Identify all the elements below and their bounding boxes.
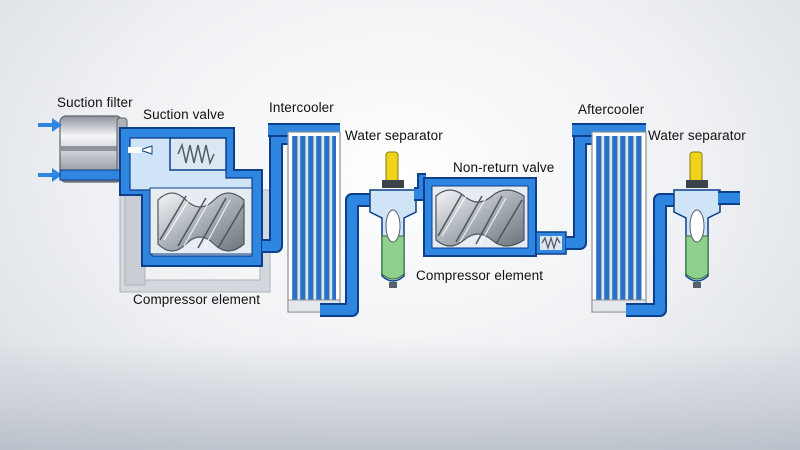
label-suction-filter: Suction filter — [57, 95, 133, 110]
compressor-element-1 — [119, 127, 263, 267]
water-separator-1 — [369, 151, 417, 288]
label-compressor-element-2: Compressor element — [416, 268, 544, 283]
floor-reflection — [0, 340, 800, 450]
arrow-right-icon — [38, 118, 62, 132]
label-water-separator-2: Water separator — [648, 128, 746, 143]
label-water-separator-1: Water separator — [345, 128, 443, 143]
non-return-valve — [535, 231, 567, 255]
label-compressor-element-1: Compressor element — [133, 292, 261, 307]
label-suction-valve: Suction valve — [143, 107, 225, 122]
label-aftercooler: Aftercooler — [578, 102, 645, 117]
label-intercooler: Intercooler — [269, 100, 334, 115]
arrow-right-icon — [38, 168, 62, 182]
aftercooler — [591, 131, 647, 313]
water-separator-2 — [673, 151, 721, 288]
intercooler — [287, 131, 341, 313]
screw-rotor-1 — [157, 192, 245, 252]
suction-inlet-channel — [59, 169, 123, 181]
label-non-return-valve: Non-return valve — [453, 160, 555, 175]
suction-valve — [128, 137, 227, 171]
compressor-element-2 — [423, 177, 537, 257]
screw-rotor-2 — [435, 189, 525, 247]
